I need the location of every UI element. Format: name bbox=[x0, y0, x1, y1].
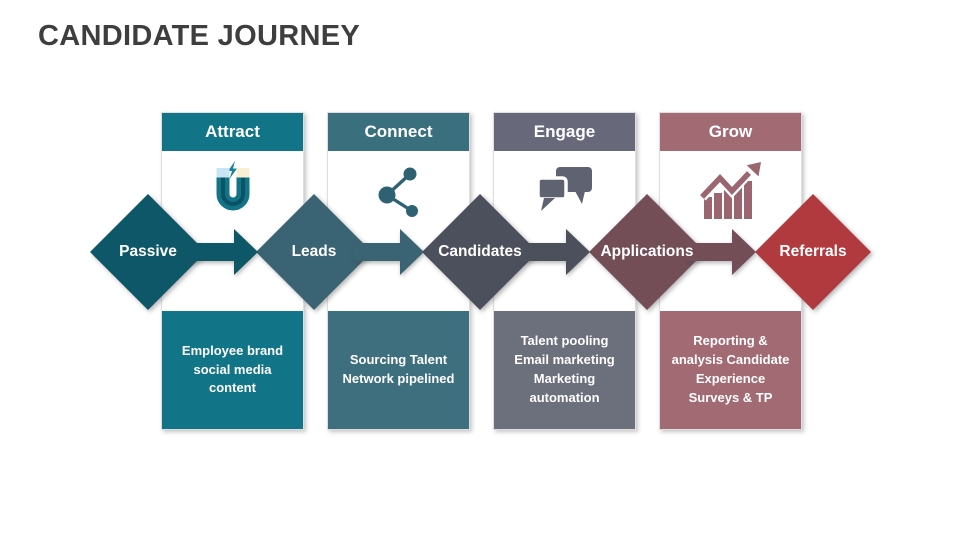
share-network-icon bbox=[367, 160, 431, 224]
arrow-leads-to-candidates bbox=[354, 229, 424, 275]
arrow-applications-to-referrals bbox=[686, 229, 756, 275]
speech-bubbles-icon bbox=[533, 160, 597, 224]
arrow-passive-to-leads bbox=[188, 229, 258, 275]
stage-candidates-label: Candidates bbox=[438, 243, 522, 260]
connect-header: Connect bbox=[328, 113, 469, 151]
connect-description: Sourcing Talent Network pipelined bbox=[328, 311, 469, 429]
stage-leads-label: Leads bbox=[291, 243, 337, 260]
attract-header: Attract bbox=[162, 113, 303, 151]
attract-description: Employee brand social media content bbox=[162, 311, 303, 429]
grow-description: Reporting & analysis Candidate Experienc… bbox=[660, 311, 801, 429]
slide-title: CANDIDATE JOURNEY bbox=[38, 20, 360, 52]
stage-referrals-label: Referrals bbox=[779, 243, 847, 260]
connect-card: Connect Sourcing Talent Network pipeline… bbox=[327, 112, 470, 430]
grow-header: Grow bbox=[660, 113, 801, 151]
engage-description: Talent pooling Email marketing Marketing… bbox=[494, 311, 635, 429]
magnet-icon bbox=[201, 160, 265, 224]
growth-chart-arrow-icon bbox=[697, 160, 763, 224]
stage-passive-label: Passive bbox=[119, 243, 177, 260]
engage-header: Engage bbox=[494, 113, 635, 151]
arrow-candidates-to-applications bbox=[520, 229, 590, 275]
stage-applications-label: Applications bbox=[600, 243, 694, 260]
